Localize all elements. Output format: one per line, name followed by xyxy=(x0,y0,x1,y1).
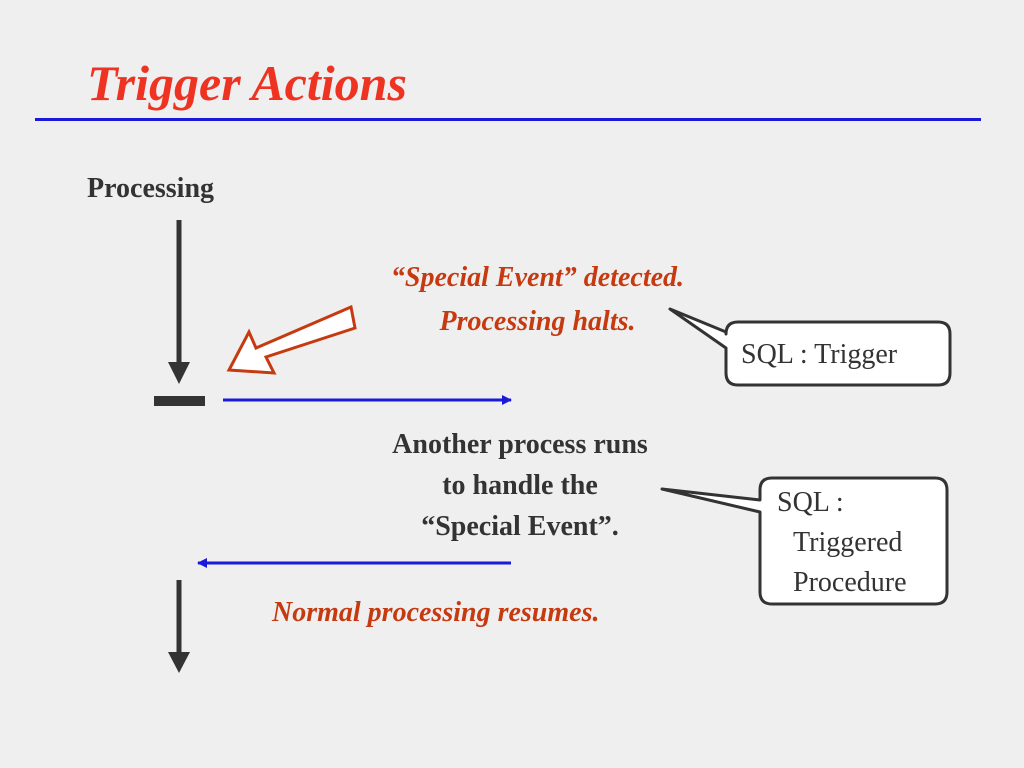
processing-label: Processing xyxy=(87,173,215,204)
halt-bar xyxy=(154,396,205,406)
another-process-line1: Another process runs xyxy=(392,429,648,460)
callout-trigger-box xyxy=(668,307,952,387)
another-process-text: Another process runs to handle the “Spec… xyxy=(340,424,700,547)
callout-procedure-line1: SQL : xyxy=(777,487,844,518)
callout-procedure-line3: Procedure xyxy=(793,567,907,598)
event-detected-arrow xyxy=(226,304,357,375)
callout-trigger-label: SQL : Trigger xyxy=(741,339,898,370)
callout-procedure-box xyxy=(660,476,949,606)
resumes-text: Normal processing resumes. xyxy=(272,597,600,628)
event-detected-text: “Special Event” detected. Processing hal… xyxy=(330,256,745,344)
another-process-line3: “Special Event”. xyxy=(421,511,619,542)
event-detected-line: “Special Event” detected. xyxy=(390,262,685,293)
processing-halts-line: Processing halts. xyxy=(439,306,636,337)
resume-down-arrow xyxy=(168,580,190,673)
another-process-line2: to handle the xyxy=(442,470,598,501)
callout-procedure-line2: Triggered xyxy=(793,527,903,558)
title-rule xyxy=(35,118,981,121)
slide-title: Trigger Actions xyxy=(87,55,407,111)
processing-down-arrow xyxy=(168,220,190,384)
callout-procedure-label: SQL : Triggered Procedure xyxy=(777,483,907,603)
